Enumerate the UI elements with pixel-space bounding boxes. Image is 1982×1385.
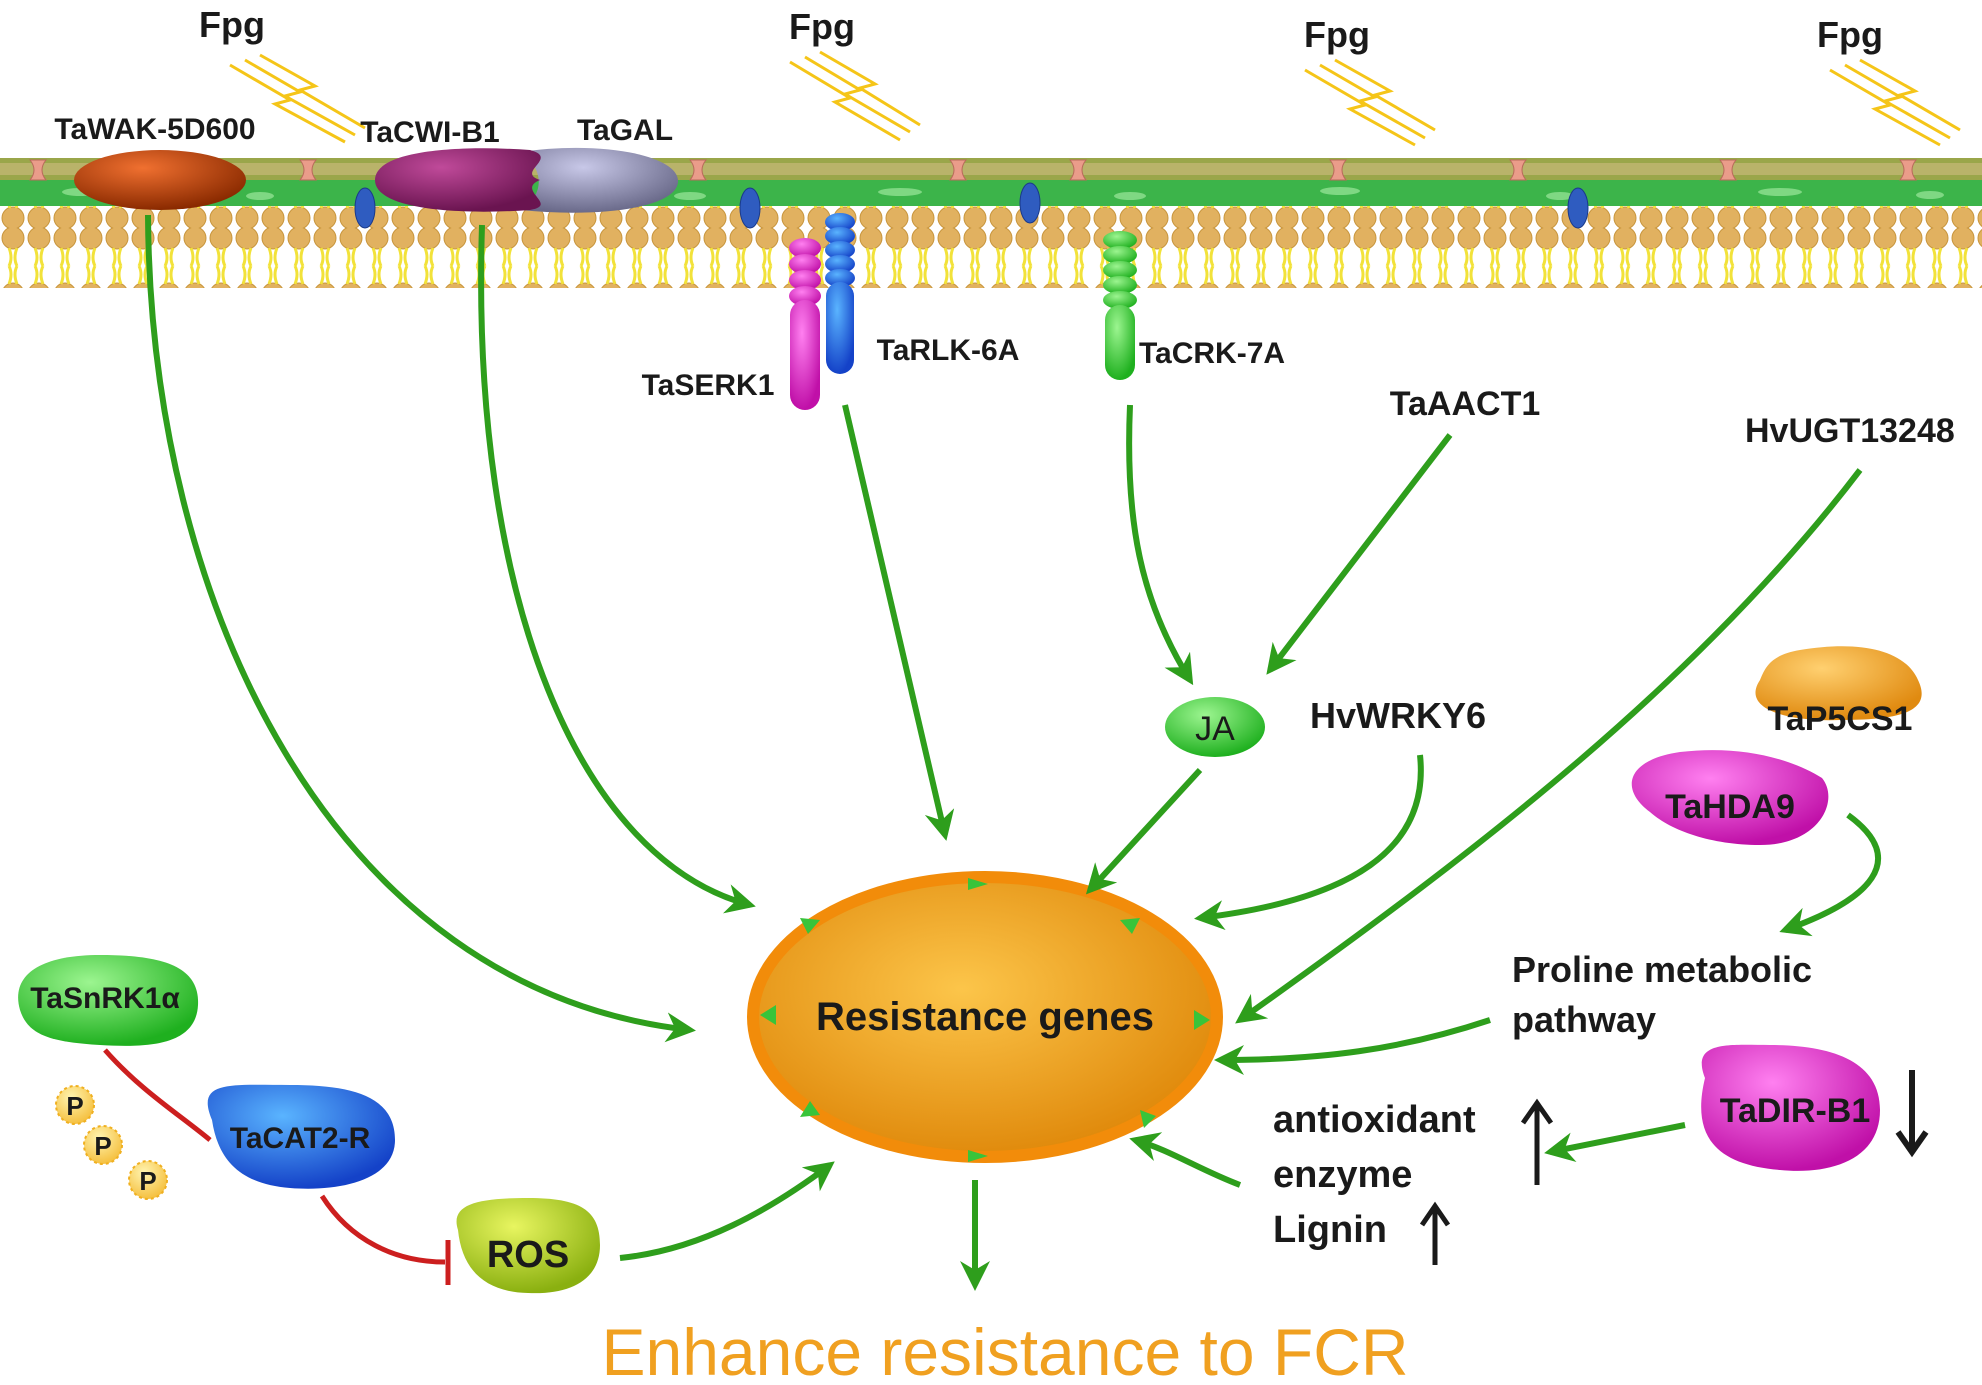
phosphate-label: P bbox=[139, 1166, 156, 1196]
inhibit-snrk-to-cat bbox=[103, 1048, 212, 1142]
up-arrow-icon bbox=[1419, 1201, 1451, 1265]
tawak-label: TaWAK-5D600 bbox=[54, 113, 255, 146]
arrow-rlk-to-nucleus bbox=[842, 404, 955, 841]
tacrk-label: TaCRK-7A bbox=[1139, 337, 1285, 370]
proline-label: Proline metabolic bbox=[1512, 949, 1812, 990]
hvugt-label: HvUGT13248 bbox=[1745, 412, 1955, 450]
hvwrky6-label: HvWRKY6 bbox=[1310, 695, 1486, 736]
activation-arrows bbox=[145, 214, 1882, 1291]
arrow-ros-to-nucleus bbox=[619, 1161, 835, 1261]
lipid-bilayer bbox=[0, 206, 1982, 288]
tarlk-protein bbox=[825, 213, 855, 374]
arrow-hda-to-proline bbox=[1779, 812, 1882, 937]
outcome-label: Enhance resistance to FCR bbox=[601, 1315, 1408, 1385]
tarlk-label: TaRLK-6A bbox=[877, 334, 1020, 367]
proline-label: pathway bbox=[1512, 999, 1656, 1040]
down-arrow-icon bbox=[1895, 1070, 1929, 1158]
up-arrow-icon bbox=[1520, 1098, 1554, 1185]
tap5cs1-protein bbox=[1755, 646, 1922, 721]
antioxidant-label: antioxidant bbox=[1273, 1099, 1476, 1141]
tagal-label: TaGAL bbox=[577, 114, 673, 147]
arrow-cwi-to-nucleus bbox=[478, 224, 756, 914]
ja-label: JA bbox=[1195, 710, 1235, 748]
arrow-proline-to-nucleus bbox=[1214, 1017, 1491, 1075]
tap5cs1-label: TaP5CS1 bbox=[1768, 700, 1913, 738]
arrow-dir-to-antioxidant bbox=[1544, 1122, 1686, 1163]
tacwi-label: TaCWI-B1 bbox=[360, 116, 499, 149]
tadir-protein bbox=[1701, 1044, 1880, 1171]
tacrk-protein bbox=[1103, 231, 1137, 380]
fpg-label: Fpg bbox=[789, 6, 855, 47]
phosphate-group bbox=[55, 1085, 168, 1200]
fpg-label: Fpg bbox=[1817, 14, 1883, 55]
inhibit-cat-to-ros bbox=[319, 1194, 446, 1265]
cell-wall bbox=[0, 158, 1982, 206]
arrow-aact-to-ja bbox=[1266, 433, 1453, 675]
tacat2-label: TaCAT2-R bbox=[230, 1122, 371, 1155]
lightning-icon bbox=[229, 50, 1961, 147]
taserk1-protein bbox=[789, 238, 821, 410]
tasnrk1-protein bbox=[18, 955, 199, 1046]
arrow-lignin-to-nucleus bbox=[1129, 1132, 1242, 1188]
arrow-ja-to-nucleus bbox=[1085, 767, 1203, 895]
fpg-label: Fpg bbox=[1304, 14, 1370, 55]
tahda9-label: TaHDA9 bbox=[1665, 788, 1795, 826]
arrow-wak-to-nucleus bbox=[145, 214, 696, 1043]
tawak-protein bbox=[74, 150, 246, 210]
taserk1-label: TaSERK1 bbox=[642, 369, 775, 402]
tadir-label: TaDIR-B1 bbox=[1720, 1092, 1871, 1130]
tahda9-protein bbox=[1631, 750, 1829, 845]
inhibition-lines bbox=[103, 1048, 451, 1285]
fpg-label: Fpg bbox=[199, 4, 265, 45]
membrane-channels bbox=[354, 182, 1589, 229]
ja-node bbox=[1165, 697, 1265, 757]
tacwi-protein bbox=[375, 148, 541, 212]
phosphate-label: P bbox=[66, 1091, 83, 1121]
ros-node bbox=[456, 1198, 600, 1294]
tacat2-protein bbox=[207, 1084, 395, 1189]
taaact1-label: TaAACT1 bbox=[1390, 385, 1541, 423]
arrow-ugt-to-nucleus bbox=[1235, 468, 1863, 1024]
arrow-wrky-to-nucleus bbox=[1194, 754, 1424, 931]
ros-label: ROS bbox=[487, 1234, 569, 1276]
arrow-crk-to-ja bbox=[1126, 404, 1194, 686]
lignin-label: Lignin bbox=[1273, 1209, 1387, 1251]
nucleus-label: Resistance genes bbox=[816, 995, 1154, 1039]
antioxidant-label: enzyme bbox=[1273, 1154, 1412, 1196]
nucleus bbox=[747, 871, 1223, 1163]
nuclear-pores bbox=[760, 878, 1210, 1162]
tasnrk1-label: TaSnRK1α bbox=[30, 982, 180, 1015]
tagal-protein bbox=[520, 147, 679, 213]
phosphate-label: P bbox=[94, 1131, 111, 1161]
